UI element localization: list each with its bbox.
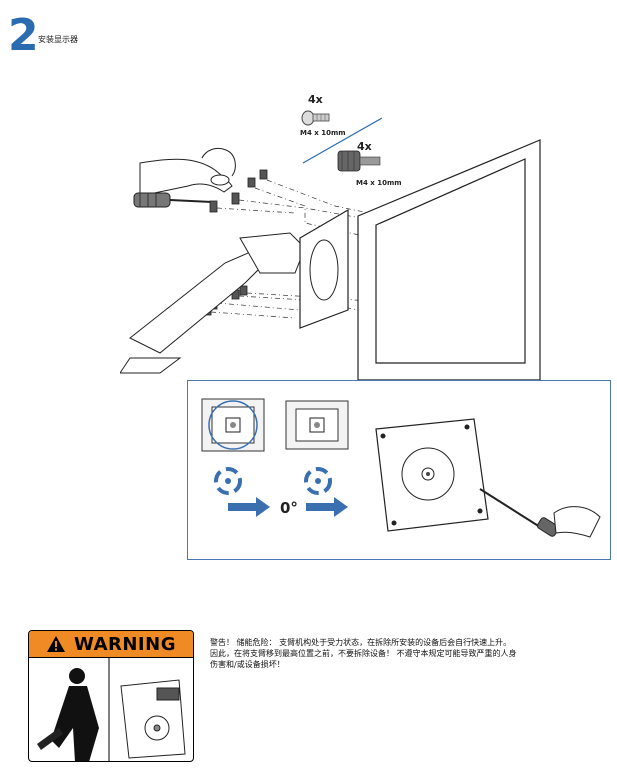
step-title: 安装显示器 [38, 35, 78, 44]
rotate-icon-2 [304, 467, 332, 495]
warning-triangle-icon [47, 636, 66, 652]
warning-panel: WARNING [28, 630, 194, 762]
step-number: 2 [8, 10, 39, 61]
monitor [357, 139, 541, 388]
hand-drawing [139, 147, 236, 197]
warning-line: 伤害和/或设备损坏！ [210, 660, 285, 669]
mount-illustration: 4x M4 x 10mm 4x M4 x 10mm [120, 93, 541, 388]
part-spec-1: M4 x 10mm [300, 129, 346, 137]
part-qty-2: 4x [357, 140, 372, 153]
screwdriver-drawing [133, 192, 213, 208]
warning-illustration [37, 658, 186, 761]
rotated-plate-view [201, 398, 265, 452]
rotate-icon-1 [214, 467, 242, 495]
alignment-lines [210, 179, 481, 327]
warning-header: WARNING [29, 631, 193, 658]
monitor-arm [120, 232, 306, 374]
rotation-inset: 0° [187, 380, 611, 560]
arrow-right-icon [228, 497, 270, 517]
warning-line: 警告！ 储能危险： 支臂机构处于受力状态，在拆除所安装的设备后会自行快速上升。 [210, 638, 512, 647]
screwdriver-drawing [479, 488, 601, 538]
warning-text: 警告！ 储能危险： 支臂机构处于受力状态，在拆除所安装的设备后会自行快速上升。 … [210, 637, 590, 670]
warning-title: WARNING [74, 633, 176, 655]
arrow-right-icon [306, 497, 348, 517]
thumb-screw-icon [337, 150, 381, 172]
part-qty-1: 4x [308, 93, 323, 106]
plate-closeup [375, 418, 489, 532]
mount-closeup [120, 679, 186, 759]
rotation-angle: 0° [280, 499, 298, 517]
part-spec-2: M4 x 10mm [356, 179, 402, 187]
small-screw-icon [301, 110, 330, 126]
parts-callout: 4x M4 x 10mm 4x M4 x 10mm [300, 93, 402, 187]
vesa-plate [299, 208, 349, 329]
warning-line: 因此，在将支臂移到最高位置之前，不要拆除设备！ 不遵守本规定可能导致严重的人身 [210, 649, 517, 658]
aligned-plate-view [285, 400, 349, 450]
person-silhouette [51, 668, 99, 761]
